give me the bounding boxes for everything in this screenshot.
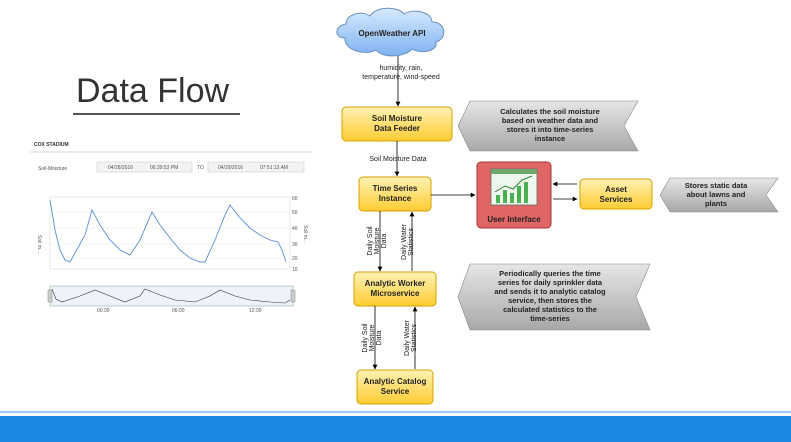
user-interface-box: User Interface — [476, 161, 552, 229]
svg-text:Moisture: Moisture — [374, 227, 381, 254]
plot-area — [49, 196, 291, 270]
screenshot-heading: COX STADIUM — [34, 142, 69, 148]
catalog-line2: Service — [381, 387, 410, 396]
slide-title: Data Flow — [76, 72, 230, 110]
svg-text:Daily Water: Daily Water — [404, 319, 411, 356]
api-edge-line2: temperature, wind-speed — [362, 74, 440, 81]
time-series-box: Time Series Instance — [358, 176, 432, 212]
worker-note-line1: Periodically queries the time — [499, 269, 601, 278]
ui-label: User Interface — [487, 215, 541, 224]
asset-note-line1: Stores static data — [685, 181, 748, 190]
analytic-catalog-box: Analytic Catalog Service — [356, 369, 434, 405]
worker-line1: Analytic Worker — [365, 279, 426, 288]
date-from-field[interactable] — [96, 161, 193, 173]
date-to: 04/29/2016 — [218, 165, 243, 171]
asset-note-line3: plants — [705, 199, 727, 208]
right-ticks: 60 50 40 30 20 10 — [292, 196, 298, 273]
date-to-field[interactable] — [207, 161, 305, 173]
feeder-note-line4: instance — [535, 134, 565, 143]
worker-note-line4: service, then stores the — [508, 296, 592, 305]
edge-up2-label: Daily Water Statistics — [404, 319, 418, 356]
svg-text:Statistics: Statistics — [408, 228, 415, 257]
title-underline — [73, 113, 240, 115]
api-label: OpenWeather API — [358, 29, 425, 38]
tick-right-4: 20 — [292, 256, 298, 262]
catalog-line1: Analytic Catalog — [364, 377, 427, 386]
asset-note-line2: about lawns and — [687, 190, 746, 199]
y-axis-right-label: Soil m... — [302, 225, 308, 243]
worker-note-line3: and sends it to analytic catalog — [494, 287, 606, 296]
feeder-edge-label: Soil Moisture Data — [369, 156, 426, 163]
asset-line1: Asset — [605, 185, 627, 194]
feeder-note: Calculates the soil moisture based on we… — [457, 100, 639, 152]
tick-right-1: 50 — [292, 210, 298, 216]
navigator-handle-right[interactable] — [290, 289, 296, 303]
soil-moisture-line — [49, 199, 287, 263]
api-edge-line1: humidity, rain, — [379, 65, 422, 72]
soil-moisture-feeder-box: Soil Moisture Data Feeder — [341, 106, 453, 142]
svg-text:Data: Data — [381, 234, 388, 249]
analytic-worker-box: Analytic Worker Microservice — [353, 271, 437, 307]
time-from: 06:39:53 PM — [150, 165, 178, 171]
time-to: 07:51:13 AM — [260, 165, 288, 171]
feeder-note-line2: based on weather data and — [502, 116, 599, 125]
svg-text:Data: Data — [376, 331, 383, 346]
tick-x-0: 00:00 — [97, 308, 110, 314]
edge-up1-label: Daily Water Statistics — [401, 223, 415, 260]
screenshot-legend: Soil-Moisture — [38, 166, 67, 172]
tick-right-0: 60 — [292, 196, 298, 202]
worker-note: Periodically queries the time series for… — [457, 263, 651, 331]
edge-down2-label: Daily Soil Moisture Data — [362, 323, 383, 353]
svg-text:Statistics: Statistics — [411, 324, 418, 353]
worker-note-line2: series for daily sprinkler data — [498, 278, 603, 287]
worker-note-line5: calculated statistics to the — [503, 305, 597, 314]
chart-icon-bars — [496, 182, 528, 203]
asset-services-box: Asset Services — [579, 178, 653, 210]
timeseries-line2: Instance — [379, 194, 412, 203]
svg-text:Moisture: Moisture — [369, 324, 376, 351]
tick-x-1: 06:00 — [172, 308, 185, 314]
navigator-handle-left[interactable] — [47, 289, 53, 303]
tick-right-5: 10 — [292, 267, 298, 273]
feeder-line2: Data Feeder — [374, 124, 420, 133]
openweather-cloud: OpenWeather API — [336, 7, 445, 57]
feeder-note-line1: Calculates the soil moisture — [500, 107, 600, 116]
worker-line2: Microservice — [371, 289, 420, 298]
tick-x-2: 12:00 — [249, 308, 262, 314]
y-axis-left-label: Soil m... — [36, 235, 42, 253]
date-from: 04/28/2016 — [108, 165, 133, 171]
navigator[interactable] — [49, 285, 294, 307]
tick-right-2: 40 — [292, 226, 298, 232]
footer-bar — [0, 416, 791, 442]
svg-text:Daily Soil: Daily Soil — [362, 323, 369, 353]
asset-note: Stores static data about lawns and plant… — [659, 177, 779, 213]
svg-text:Daily Water: Daily Water — [401, 223, 408, 260]
svg-text:Daily Soil: Daily Soil — [367, 226, 374, 256]
footer-accent-line — [0, 411, 791, 413]
asset-line2: Services — [600, 195, 633, 204]
chart-screenshot: COX STADIUM Soil-Moisture 04/28/2016 06:… — [30, 142, 312, 314]
feeder-line1: Soil Moisture — [372, 114, 423, 123]
to-label: TO — [197, 165, 204, 171]
tick-right-3: 30 — [292, 242, 298, 248]
feeder-note-line3: stores it into time-series — [507, 125, 594, 134]
timeseries-line1: Time Series — [373, 184, 418, 193]
edge-down1-label: Daily Soil Moisture Data — [367, 226, 388, 256]
worker-note-line6: time-series — [530, 314, 570, 323]
